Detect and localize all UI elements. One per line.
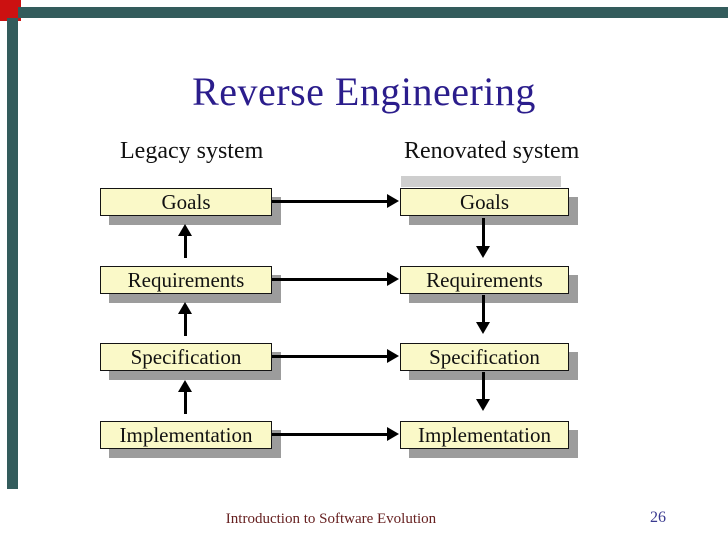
renovated-goals-box: Goals: [400, 188, 569, 216]
arrowhead-right-icon: [387, 427, 399, 441]
arrow-shaft: [482, 295, 485, 324]
arrowhead-up-icon: [178, 302, 192, 314]
arrowhead-right-icon: [387, 272, 399, 286]
arrow-shaft: [272, 200, 389, 203]
top-accent-bar: [18, 7, 728, 18]
arrowhead-up-icon: [178, 224, 192, 236]
arrowhead-down-icon: [476, 399, 490, 411]
arrow-shaft: [272, 278, 389, 281]
arrow-shaft: [184, 234, 187, 258]
shadow-artifact: [401, 176, 561, 187]
arrow-shaft: [482, 218, 485, 248]
renovated-requirements-box: Requirements: [400, 266, 569, 294]
arrowhead-right-icon: [387, 194, 399, 208]
legacy-implementation-box: Implementation: [100, 421, 272, 449]
legacy-system-label: Legacy system: [120, 138, 264, 164]
page-number: 26: [650, 509, 666, 526]
legacy-specification-box: Specification: [100, 343, 272, 371]
renovated-specification-box: Specification: [400, 343, 569, 371]
renovated-system-label: Renovated system: [404, 138, 580, 164]
legacy-goals-box: Goals: [100, 188, 272, 216]
arrow-shaft: [272, 355, 389, 358]
slide-title: Reverse Engineering: [192, 69, 536, 114]
renovated-implementation-box: Implementation: [400, 421, 569, 449]
arrowhead-down-icon: [476, 322, 490, 334]
left-accent-bar: [7, 18, 18, 489]
arrow-shaft: [184, 390, 187, 414]
arrowhead-right-icon: [387, 349, 399, 363]
arrowhead-up-icon: [178, 380, 192, 392]
corner-accent-square: [0, 0, 21, 21]
arrowhead-down-icon: [476, 246, 490, 258]
arrow-shaft: [184, 312, 187, 336]
legacy-requirements-box: Requirements: [100, 266, 272, 294]
arrow-shaft: [482, 372, 485, 401]
arrow-shaft: [272, 433, 389, 436]
footer-text: Introduction to Software Evolution: [225, 511, 437, 527]
